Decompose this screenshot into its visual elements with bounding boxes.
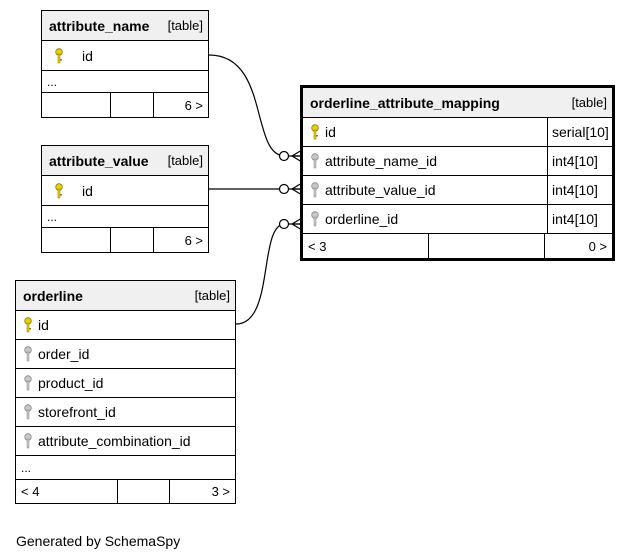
foreign-key-icon xyxy=(22,404,34,420)
optional-marker xyxy=(278,183,290,195)
foreign-key-icon xyxy=(22,346,34,362)
foreign-key-icon xyxy=(309,153,321,169)
column-row[interactable]: id xyxy=(16,311,235,340)
table-footer: 6 > xyxy=(42,93,208,117)
column-name: id xyxy=(38,317,49,333)
column-name: storefront_id xyxy=(38,404,116,420)
foreign-key-icon xyxy=(22,375,34,391)
footer-spacer xyxy=(111,228,154,252)
footer-children[interactable]: 0 > xyxy=(588,238,607,254)
relation-orderline xyxy=(235,223,302,325)
foreign-key-icon xyxy=(309,182,321,198)
table-header: attribute_value [table] xyxy=(42,146,208,176)
table-attribute-name[interactable]: attribute_name [table] id ... 6 > xyxy=(41,10,209,118)
column-name: attribute_name_id xyxy=(325,153,438,169)
footer-parents xyxy=(42,93,111,117)
column-name: attribute_combination_id xyxy=(38,433,191,449)
foreign-key-icon xyxy=(309,211,321,227)
table-footer: < 3 0 > xyxy=(303,234,612,258)
footer-parents[interactable]: < 4 xyxy=(16,480,118,503)
column-type: int4[10] xyxy=(547,147,612,175)
primary-key-icon xyxy=(48,47,70,64)
table-kind: [table] xyxy=(167,153,203,168)
column-name: id xyxy=(325,124,336,140)
column-row[interactable]: order_id xyxy=(16,340,235,369)
more-columns: ... xyxy=(42,206,208,228)
column-row[interactable]: id xyxy=(42,176,208,206)
primary-key-icon xyxy=(22,317,34,333)
footer-spacer xyxy=(429,234,545,258)
column-name: orderline_id xyxy=(325,211,399,227)
foreign-key-icon xyxy=(22,433,34,449)
column-name: id xyxy=(82,47,93,64)
generator-credit: Generated by SchemaSpy xyxy=(16,533,181,549)
column-type: int4[10] xyxy=(547,205,612,233)
column-row[interactable]: attribute_combination_id xyxy=(16,427,235,456)
column-row[interactable]: attribute_name_id int4[10] xyxy=(303,147,612,176)
table-attribute-value[interactable]: attribute_value [table] id ... 6 > xyxy=(41,145,209,253)
primary-key-icon xyxy=(309,124,321,140)
more-columns: ... xyxy=(16,456,235,480)
relation-attribute-name xyxy=(208,54,302,157)
column-type: int4[10] xyxy=(547,176,612,204)
footer-parents[interactable]: < 3 xyxy=(303,234,429,258)
footer-children[interactable]: 6 > xyxy=(184,97,203,113)
column-row[interactable]: attribute_value_id int4[10] xyxy=(303,176,612,205)
more-columns: ... xyxy=(42,71,208,93)
primary-key-icon xyxy=(48,182,70,199)
table-orderline-attribute-mapping[interactable]: orderline_attribute_mapping [table] id s… xyxy=(300,85,615,261)
table-orderline[interactable]: orderline [table] id order_id product_id… xyxy=(15,280,236,504)
column-name: product_id xyxy=(38,375,104,391)
column-row[interactable]: orderline_id int4[10] xyxy=(303,205,612,234)
table-name: orderline_attribute_mapping xyxy=(310,94,500,111)
column-name: order_id xyxy=(38,346,90,362)
table-footer: 6 > xyxy=(42,228,208,252)
column-row[interactable]: product_id xyxy=(16,369,235,398)
column-row[interactable]: id xyxy=(42,41,208,71)
footer-spacer xyxy=(111,93,154,117)
table-name: attribute_value xyxy=(49,152,149,169)
table-name: orderline xyxy=(23,287,83,304)
table-header: orderline_attribute_mapping [table] xyxy=(303,88,612,118)
table-header: orderline [table] xyxy=(16,281,235,311)
table-kind: [table] xyxy=(571,95,607,110)
table-name: attribute_name xyxy=(49,17,150,34)
footer-parents xyxy=(42,228,111,252)
table-header: attribute_name [table] xyxy=(42,11,208,41)
column-name: attribute_value_id xyxy=(325,182,436,198)
column-name: id xyxy=(82,182,93,199)
table-kind: [table] xyxy=(194,288,230,303)
column-row[interactable]: id serial[10] xyxy=(303,118,612,147)
footer-spacer xyxy=(118,480,170,503)
column-row[interactable]: storefront_id xyxy=(16,398,235,427)
table-footer: < 4 3 > xyxy=(16,480,235,503)
footer-children[interactable]: 6 > xyxy=(184,232,203,248)
table-kind: [table] xyxy=(167,18,203,33)
column-type: serial[10] xyxy=(547,118,612,146)
footer-children[interactable]: 3 > xyxy=(211,484,230,499)
optional-marker xyxy=(278,150,290,162)
optional-marker xyxy=(278,218,290,230)
